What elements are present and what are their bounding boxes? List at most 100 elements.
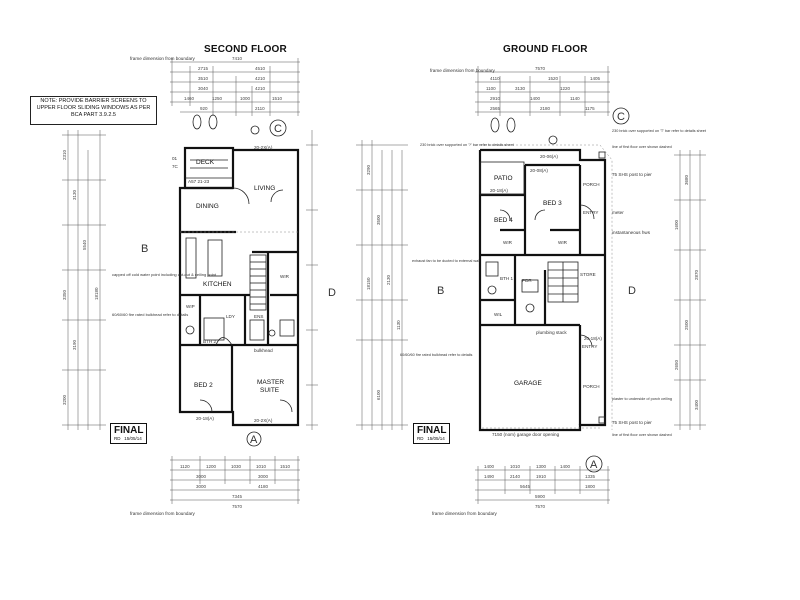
room-label-wir1: WIR — [503, 240, 513, 245]
room-label-pdr: PDR — [522, 278, 532, 283]
svg-text:2180: 2180 — [540, 106, 551, 111]
svg-text:5540: 5540 — [82, 239, 87, 250]
sf-door-bottom: 20-2X(A) — [254, 418, 273, 423]
svg-text:1120: 1120 — [180, 464, 190, 469]
grid-marker-b-second: B — [141, 243, 148, 255]
svg-text:3190: 3190 — [72, 339, 77, 350]
svg-text:7410: 7410 — [232, 56, 243, 61]
svg-text:1490: 1490 — [484, 474, 495, 479]
room-label-suite: SUITE — [260, 387, 280, 394]
svg-text:7570: 7570 — [535, 504, 546, 509]
gf-door-a: 20-18(A) — [490, 188, 508, 193]
svg-text:1010: 1010 — [256, 464, 267, 469]
svg-text:6100: 6100 — [376, 389, 381, 400]
svg-text:7570: 7570 — [535, 66, 546, 71]
gf-door-c: 20-08(A) — [530, 168, 548, 173]
svg-text:3000: 3000 — [196, 474, 207, 479]
gf-plumbing: plumbing stack — [536, 330, 567, 335]
room-label-bed2: BED 2 — [194, 382, 213, 389]
svg-text:3350: 3350 — [62, 289, 67, 300]
svg-text:4110: 4110 — [490, 76, 500, 81]
gf-door-d: 20-18(A) — [584, 336, 602, 341]
grid-marker-b-ground: B — [437, 285, 444, 297]
svg-text:1800: 1800 — [585, 484, 596, 489]
svg-text:7345: 7345 — [232, 494, 243, 499]
svg-text:3040: 3040 — [198, 86, 209, 91]
final-label: FINAL — [114, 425, 144, 436]
room-label-ens: ENS — [254, 314, 263, 319]
room-label-patio: PATIO — [494, 175, 513, 182]
svg-text:4180: 4180 — [258, 484, 269, 489]
svg-text:1520: 1520 — [548, 76, 559, 81]
svg-text:1400: 1400 — [484, 464, 495, 469]
room-label-kitchen: KITCHEN — [203, 281, 232, 288]
sf-frame-dim-top: frame dimension from boundary — [130, 56, 196, 61]
svg-text:1200: 1200 — [206, 464, 217, 469]
final-stamp-second-floor: FINAL RD 15/05/14 — [110, 423, 148, 444]
room-label-bed3: BED 3 — [543, 200, 562, 207]
room-label-ldy: LDY — [226, 314, 235, 319]
gf-line-first-floor2: line of first floor over shown dashed — [612, 433, 672, 437]
svg-text:3290: 3290 — [366, 164, 371, 175]
svg-text:2650: 2650 — [674, 359, 679, 370]
gf-frame-dim-bottom: frame dimension from boundary — [432, 511, 498, 516]
svg-text:1405: 1405 — [590, 76, 601, 81]
gf-instantaneous: instantaneous hws — [612, 230, 651, 235]
svg-text:2140: 2140 — [510, 474, 521, 479]
sf-door-bl: 20-18(A) — [196, 416, 214, 421]
room-label-living: LIVING — [254, 185, 275, 192]
svg-text:3500: 3500 — [376, 214, 381, 225]
svg-text:1000: 1000 — [240, 96, 251, 101]
sf-door-top: 20-2X(A) — [254, 145, 273, 150]
gf-line-first-floor: line of first floor over shown dashed — [612, 145, 672, 149]
svg-text:3200: 3200 — [62, 394, 67, 405]
svg-text:1220: 1220 — [560, 86, 571, 91]
svg-text:1250: 1250 — [212, 96, 223, 101]
svg-text:1100: 1100 — [486, 86, 496, 91]
svg-text:3130: 3130 — [72, 189, 77, 200]
gf-shs-bottom: 75 SHS post to pier — [612, 420, 652, 425]
svg-text:1510: 1510 — [272, 96, 283, 101]
sf-fix-note: 60/60/60 fire rated bulkhead refer to de… — [112, 312, 188, 317]
svg-text:18150: 18150 — [366, 277, 371, 290]
svg-text:1140: 1140 — [570, 96, 580, 101]
svg-text:1600: 1600 — [674, 219, 679, 230]
gf-frame-dim-top: frame dimension from boundary — [430, 68, 496, 73]
gf-exhaust: exhaust fan to be ducted to external wal… — [412, 259, 480, 263]
sf-capped-off: capped off cold water point including cu… — [112, 272, 217, 277]
svg-text:1400: 1400 — [560, 464, 571, 469]
second-floor-left-dimensions: 2310 3130 3350 3190 5540 18180 3200 — [62, 130, 106, 430]
gf-meter: meter — [612, 210, 624, 215]
second-floor-title: SECOND FLOOR — [204, 44, 287, 55]
svg-text:3680: 3680 — [684, 174, 689, 185]
grid-marker-a-ground: A — [590, 459, 598, 471]
svg-text:3400: 3400 — [694, 399, 699, 410]
room-label-bth2: BTH 2 — [203, 339, 216, 344]
svg-text:2110: 2110 — [255, 106, 265, 111]
sf-deck-dim: A57 21-23 — [188, 179, 210, 184]
room-label-wil: WIL — [494, 312, 503, 317]
room-label-store: STORE — [580, 272, 596, 277]
room-label-bed4: BED 4 — [494, 217, 513, 224]
gf-brick-over: 230 brick over supported on '?' bar refe… — [420, 143, 515, 147]
svg-text:1400: 1400 — [530, 96, 541, 101]
svg-text:7570: 7570 — [232, 504, 243, 509]
ground-floor-title: GROUND FLOOR — [503, 44, 588, 55]
svg-text:5645: 5645 — [520, 484, 531, 489]
room-label-porch-top: PORCH — [583, 182, 600, 187]
svg-text:7C: 7C — [172, 164, 179, 169]
gf-door-b: 20-06(A) — [540, 154, 558, 159]
svg-text:2910: 2910 — [490, 96, 501, 101]
ground-floor-stairs — [547, 261, 579, 303]
room-label-entry-top: ENTRY — [583, 210, 599, 215]
svg-text:1130: 1130 — [396, 320, 401, 330]
ground-floor-right-dimensions: 3680 1600 2870 2500 2650 3400 — [674, 150, 706, 430]
gf-garage-door: 7150 (nom) garage door opening — [492, 432, 560, 437]
room-label-garage: GARAGE — [514, 380, 542, 387]
